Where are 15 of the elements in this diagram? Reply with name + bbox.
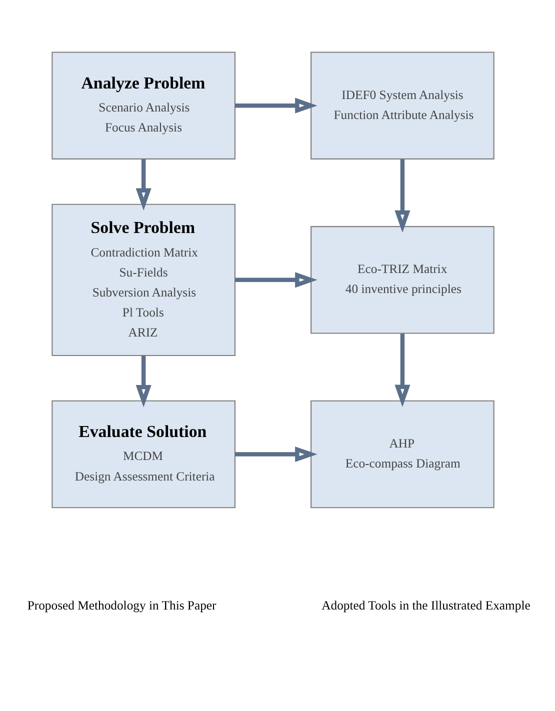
- arrow: [235, 97, 318, 113]
- arrow: [136, 158, 152, 210]
- node-box: Analyze Problem Scenario Analysis Focus Analysis: [52, 51, 236, 159]
- arrow: [394, 333, 410, 407]
- node-box: Evaluate Solution MCDM Design Assessment Criteria: [52, 400, 236, 508]
- node-box: Solve Problem Contradiction Matrix Su-Fields Subversion Analysis Pl Tools ARIZ: [52, 203, 236, 356]
- arrow: [235, 446, 318, 462]
- arrow: [136, 355, 152, 407]
- label: Adopted Tools in the Illustrated Example: [322, 598, 530, 612]
- node-box: Eco-TRIZ Matrix 40 inventive principles: [310, 226, 494, 334]
- node-box: IDEF0 System Analysis Function Attribute Analysis: [310, 51, 494, 159]
- node-box: AHP Eco-compass Diagram: [310, 400, 494, 508]
- arrow: [394, 158, 410, 232]
- label: Proposed Methodology in This Paper: [27, 598, 216, 612]
- arrow: [235, 272, 318, 288]
